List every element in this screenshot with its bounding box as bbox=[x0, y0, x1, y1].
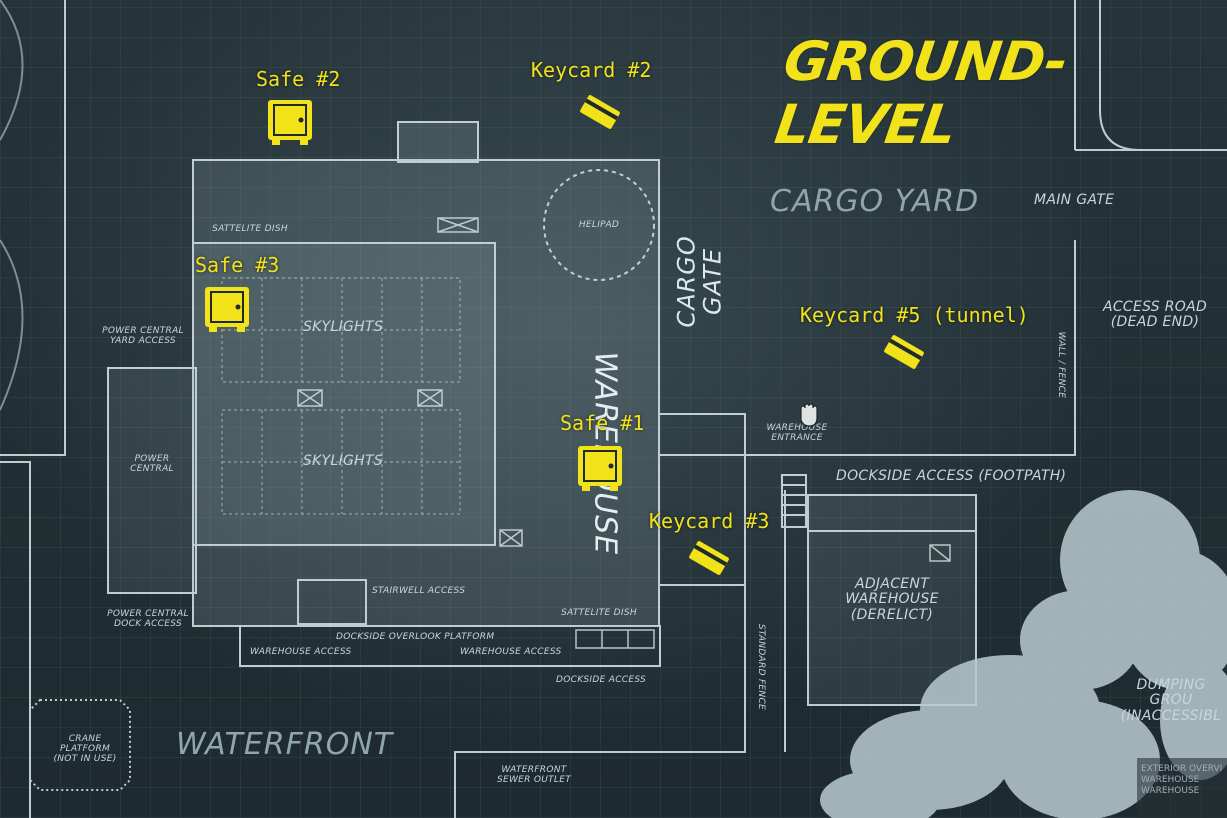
keycard-icon[interactable] bbox=[687, 540, 731, 576]
safe-icon[interactable] bbox=[576, 444, 624, 492]
label-main-gate: MAIN GATE bbox=[1034, 192, 1115, 208]
label-sattelite-dish-1: SATTELITE DISH bbox=[212, 224, 288, 234]
label-dockside-access-footpath: DOCKSIDE ACCESS (FOOTPATH) bbox=[836, 468, 1067, 484]
label-skylights-2: SKYLIGHTS bbox=[302, 453, 384, 469]
label-power-central-dock: POWER CENTRAL DOCK ACCESS bbox=[107, 609, 189, 629]
label-sattelite-dish-2: SATTELITE DISH bbox=[561, 608, 637, 618]
marker-label-safe-2: Safe #2 bbox=[256, 67, 341, 91]
marker-label-keycard-3: Keycard #3 bbox=[649, 509, 770, 533]
grab-cursor-icon bbox=[800, 403, 818, 427]
marker-label-safe-3: Safe #3 bbox=[195, 253, 280, 277]
label-dockside-access: DOCKSIDE ACCESS bbox=[556, 675, 647, 685]
label-power-central-yard: POWER CENTRAL YARD ACCESS bbox=[102, 326, 184, 346]
marker-label-keycard-5: Keycard #5 (tunnel) bbox=[800, 303, 1029, 327]
legend-box: EXTERIOR OVERVI WAREHOUSE WAREHOUSE bbox=[1137, 758, 1227, 818]
legend-line: WAREHOUSE bbox=[1141, 785, 1200, 796]
label-dockside-overlook: DOCKSIDE OVERLOOK PLATFORM bbox=[336, 632, 495, 642]
label-skylights-1: SKYLIGHTS bbox=[302, 319, 384, 335]
marker-label-keycard-2: Keycard #2 bbox=[531, 58, 652, 82]
keycard-icon[interactable] bbox=[578, 94, 622, 130]
label-warehouse-access-1: WAREHOUSE ACCESS bbox=[250, 647, 352, 657]
map-title: GROUND-LEVEL bbox=[771, 30, 1071, 156]
label-standard-fence: STANDARD FENCE bbox=[755, 623, 766, 711]
label-warehouse-access-2: WAREHOUSE ACCESS bbox=[460, 647, 562, 657]
label-access-road: ACCESS ROAD (DEAD END) bbox=[1102, 299, 1208, 331]
label-waterfront: WATERFRONT bbox=[176, 727, 394, 762]
label-adjacent-warehouse: ADJACENT WAREHOUSE (DERELICT) bbox=[845, 576, 939, 623]
label-warehouse-entrance: WAREHOUSE ENTRANCE bbox=[766, 423, 828, 443]
label-power-central: POWER CENTRAL bbox=[130, 454, 174, 474]
label-waterfront-sewer: WATERFRONT SEWER OUTLET bbox=[496, 765, 572, 785]
safe-icon[interactable] bbox=[266, 98, 314, 146]
legend-line: WAREHOUSE bbox=[1141, 774, 1200, 785]
label-helipad: HELIPAD bbox=[578, 220, 620, 230]
safe-icon[interactable] bbox=[203, 285, 251, 333]
marker-label-safe-1: Safe #1 bbox=[560, 411, 645, 435]
label-cargo-gate: CARGO GATE bbox=[672, 235, 727, 328]
label-crane-platform: CRANE PLATFORM (NOT IN USE) bbox=[53, 734, 117, 764]
legend-line: EXTERIOR OVERVI bbox=[1141, 764, 1223, 774]
label-wall-fence: WALL / FENCE bbox=[1055, 331, 1066, 399]
label-dumping-ground: DUMPING GROU (INACCESSIBL bbox=[1120, 677, 1222, 724]
label-stairwell-access: STAIRWELL ACCESS bbox=[372, 586, 466, 596]
label-cargo-yard: CARGO YARD bbox=[770, 184, 980, 219]
keycard-icon[interactable] bbox=[882, 334, 926, 370]
